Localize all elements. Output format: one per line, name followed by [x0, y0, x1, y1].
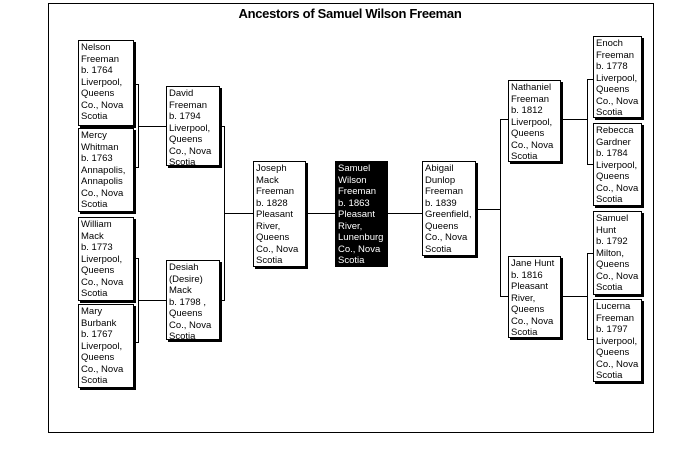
connector-line [587, 253, 593, 254]
person-box-jane-hunt: Jane Hunt b. 1816 Pleasant River, Queens… [508, 256, 561, 338]
connector-line [134, 167, 139, 168]
connector-line [476, 209, 501, 210]
person-box-rebecca-gardner: Rebecca Gardner b. 1784 Liverpool, Queen… [593, 123, 642, 206]
person-box-desiah-mack: Desiah (Desire) Mack b. 1798 , Queens Co… [166, 260, 220, 340]
connector-line [388, 213, 422, 214]
connector-line [138, 300, 166, 301]
connector-line [306, 213, 335, 214]
connector-line [561, 296, 588, 297]
person-box-mary-burbank: Mary Burbank b. 1767 Liverpool, Queens C… [78, 304, 134, 388]
person-box-nelson-freeman: Nelson Freeman b. 1764 Liverpool, Queens… [78, 40, 134, 126]
person-box-david-freeman: David Freeman b. 1794 Liverpool, Queens … [166, 86, 220, 166]
connector-line [587, 253, 588, 340]
connector-line [134, 84, 139, 85]
connector-line [134, 258, 139, 259]
connector-line [500, 119, 501, 297]
connector-line [500, 296, 508, 297]
person-box-lucerna-freeman: Lucerna Freeman b. 1797 Liverpool, Queen… [593, 299, 642, 382]
chart-frame [48, 3, 654, 433]
connector-line [587, 79, 593, 80]
connector-line [224, 213, 253, 214]
connector-line [220, 300, 225, 301]
connector-line [138, 126, 166, 127]
connector-line [587, 79, 588, 165]
connector-line [220, 126, 225, 127]
person-box-abigail-dunlop-freeman: Abigail Dunlop Freeman b. 1839 Greenfiel… [422, 161, 476, 256]
person-box-enoch-freeman: Enoch Freeman b. 1778 Liverpool, Queens … [593, 36, 642, 118]
connector-line [587, 164, 593, 165]
person-box-joseph-mack-freeman: Joseph Mack Freeman b. 1828 Pleasant Riv… [253, 161, 306, 267]
person-box-samuel-hunt: Samuel Hunt b. 1792 Milton, Queens Co., … [593, 211, 642, 295]
person-box-nathaniel-freeman: Nathaniel Freeman b. 1812 Liverpool, Que… [508, 80, 561, 162]
connector-line [587, 339, 593, 340]
person-box-william-mack: William Mack b. 1773 Liverpool, Queens C… [78, 217, 134, 301]
connector-line [134, 342, 139, 343]
person-box-samuel-wilson-freeman: Samuel Wilson Freeman b. 1863 Pleasant R… [335, 161, 388, 267]
connector-line [561, 119, 588, 120]
person-box-mercy-whitman: Mercy Whitman b. 1763 Annapolis, Annapol… [78, 128, 134, 212]
chart-title: Ancestors of Samuel Wilson Freeman [238, 6, 462, 21]
connector-line [500, 119, 508, 120]
